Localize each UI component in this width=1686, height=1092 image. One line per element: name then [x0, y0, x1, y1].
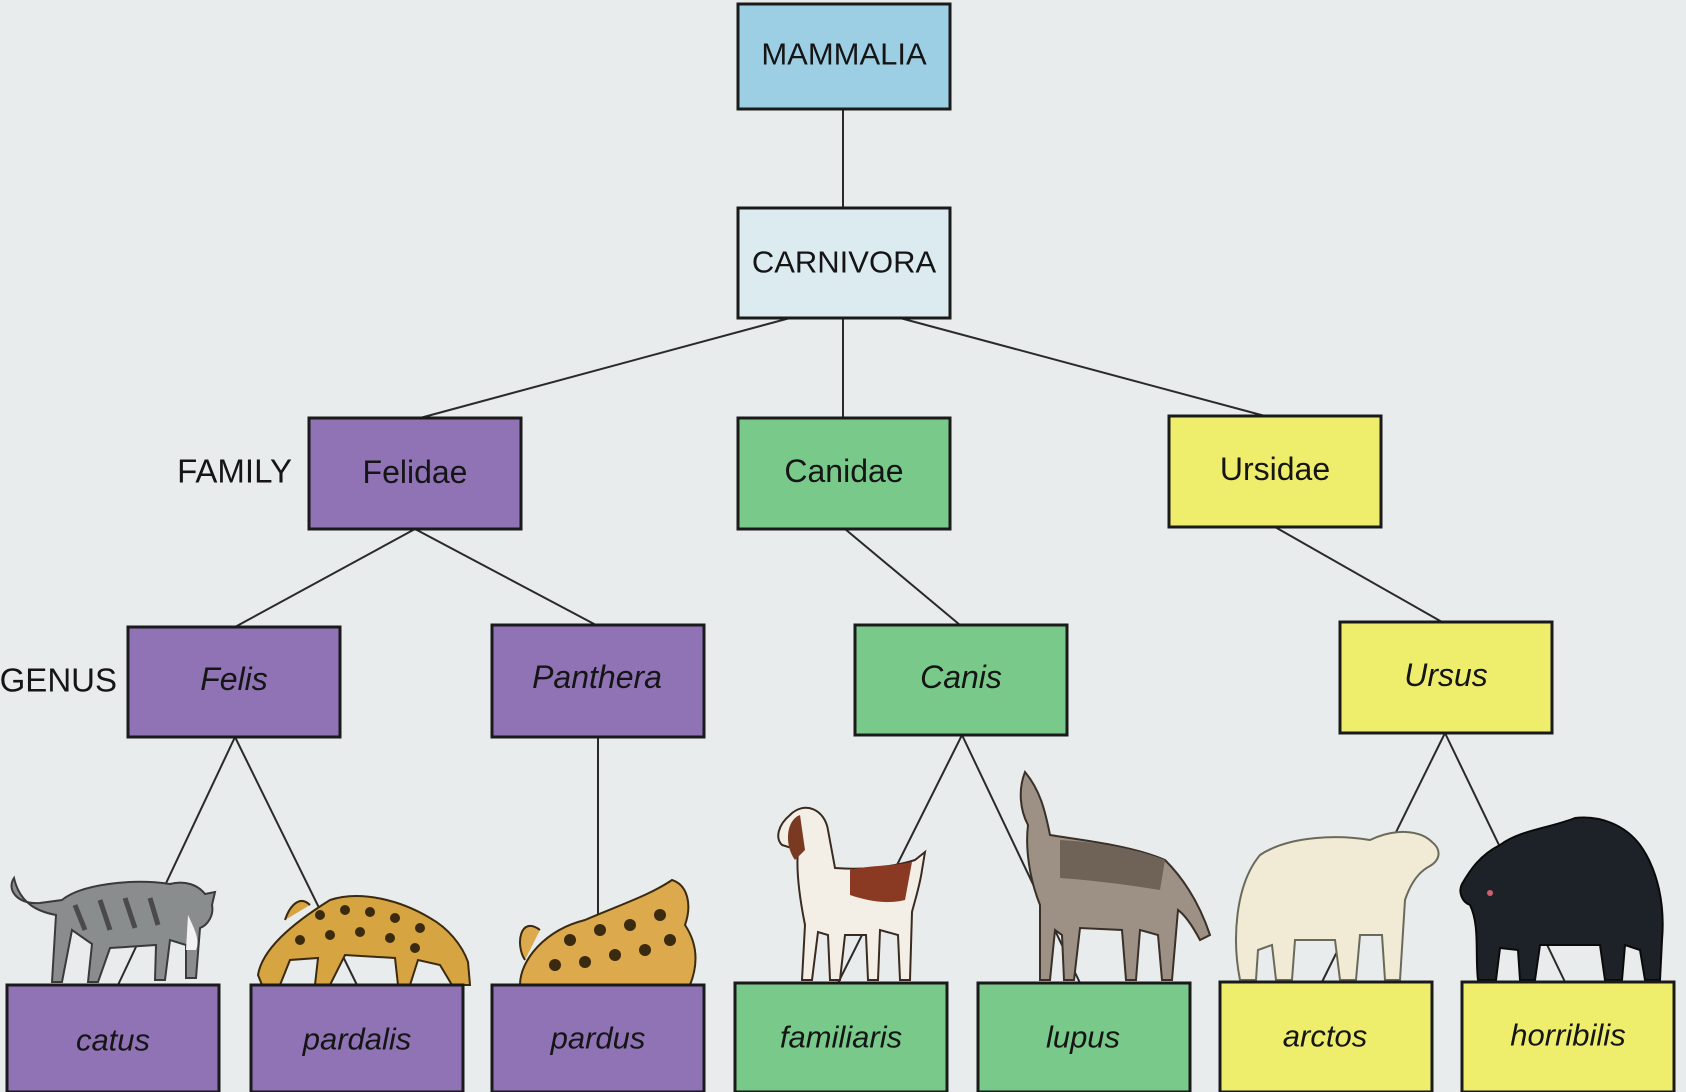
node-ursus-label: Ursus: [1404, 657, 1488, 693]
dog-illustration: [777, 806, 927, 981]
polar-bear-illustration: [1235, 830, 1440, 981]
edge-felidae-felis: [234, 528, 416, 628]
node-canidae-box: [736, 416, 952, 531]
node-felis: Felis: [126, 625, 342, 739]
rank-label-genus: GENUS: [0, 662, 117, 699]
leopard-illustration: [518, 878, 697, 986]
node-catus-box: [5, 983, 221, 1092]
howling-wolf-illustration: [1019, 770, 1212, 981]
node-felis-box: [126, 625, 342, 739]
node-horribilis: horribilis: [1460, 980, 1676, 1092]
edge-canis-familiaris: [837, 734, 963, 984]
node-mammalia-box: [736, 2, 952, 111]
node-arctos-box: [1218, 980, 1434, 1092]
node-felidae-label: Felidae: [363, 454, 468, 490]
node-canis-box: [853, 623, 1069, 737]
node-ursidae-box: [1167, 414, 1383, 529]
edge-canidae-canis: [844, 528, 961, 626]
edge-felidae-panthera: [414, 528, 597, 626]
node-horribilis-label: horribilis: [1510, 1018, 1625, 1053]
node-canidae-label: Canidae: [784, 453, 903, 489]
edge-ursidae-ursus: [1274, 526, 1443, 623]
node-lupus: lupus: [976, 981, 1192, 1092]
node-catus-label: catus: [76, 1023, 150, 1058]
node-pardus: pardus: [490, 983, 706, 1092]
black-bear-illustration: [1459, 816, 1664, 981]
node-felidae-box: [307, 416, 523, 531]
node-pardus-label: pardus: [550, 1021, 646, 1056]
node-pardalis: pardalis: [249, 983, 465, 1092]
node-canis-label: Canis: [920, 659, 1002, 695]
node-canidae: Canidae: [736, 416, 952, 531]
edge-carnivora-felidae: [419, 317, 791, 419]
node-ursidae: Ursidae: [1167, 414, 1383, 529]
node-catus: catus: [5, 983, 221, 1092]
edge-canis-lupus: [961, 734, 1081, 984]
node-arctos: arctos: [1218, 980, 1434, 1092]
node-ursidae-label: Ursidae: [1220, 451, 1330, 487]
node-familiaris-label: familiaris: [780, 1020, 902, 1055]
node-lupus-box: [976, 981, 1192, 1092]
node-ursus: Ursus: [1338, 620, 1554, 735]
node-felidae: Felidae: [307, 416, 523, 531]
node-pardus-box: [490, 983, 706, 1092]
node-arctos-label: arctos: [1283, 1019, 1367, 1054]
node-mammalia-label: MAMMALIA: [761, 37, 927, 72]
node-felis-label: Felis: [200, 661, 268, 697]
rank-label-family: FAMILY: [177, 453, 292, 490]
node-carnivora-box: [736, 206, 952, 320]
house-cat-illustration: [10, 875, 217, 983]
node-pardalis-box: [249, 983, 465, 1092]
edge-carnivora-ursidae: [899, 317, 1266, 417]
node-ursus-box: [1338, 620, 1554, 735]
node-familiaris-box: [733, 981, 949, 1092]
node-panthera-box: [490, 623, 706, 739]
node-familiaris: familiaris: [733, 981, 949, 1092]
node-panthera: Panthera: [490, 623, 706, 739]
node-carnivora-label: CARNIVORA: [752, 245, 937, 280]
node-lupus-label: lupus: [1046, 1020, 1120, 1055]
node-panthera-label: Panthera: [532, 659, 662, 695]
node-canis: Canis: [853, 623, 1069, 737]
node-mammalia: MAMMALIA: [736, 2, 952, 111]
ocelot-illustration: [256, 895, 472, 986]
node-carnivora: CARNIVORA: [736, 206, 952, 320]
animal-illustrations: [10, 770, 1664, 986]
node-horribilis-box: [1460, 980, 1676, 1092]
node-pardalis-label: pardalis: [302, 1022, 412, 1057]
